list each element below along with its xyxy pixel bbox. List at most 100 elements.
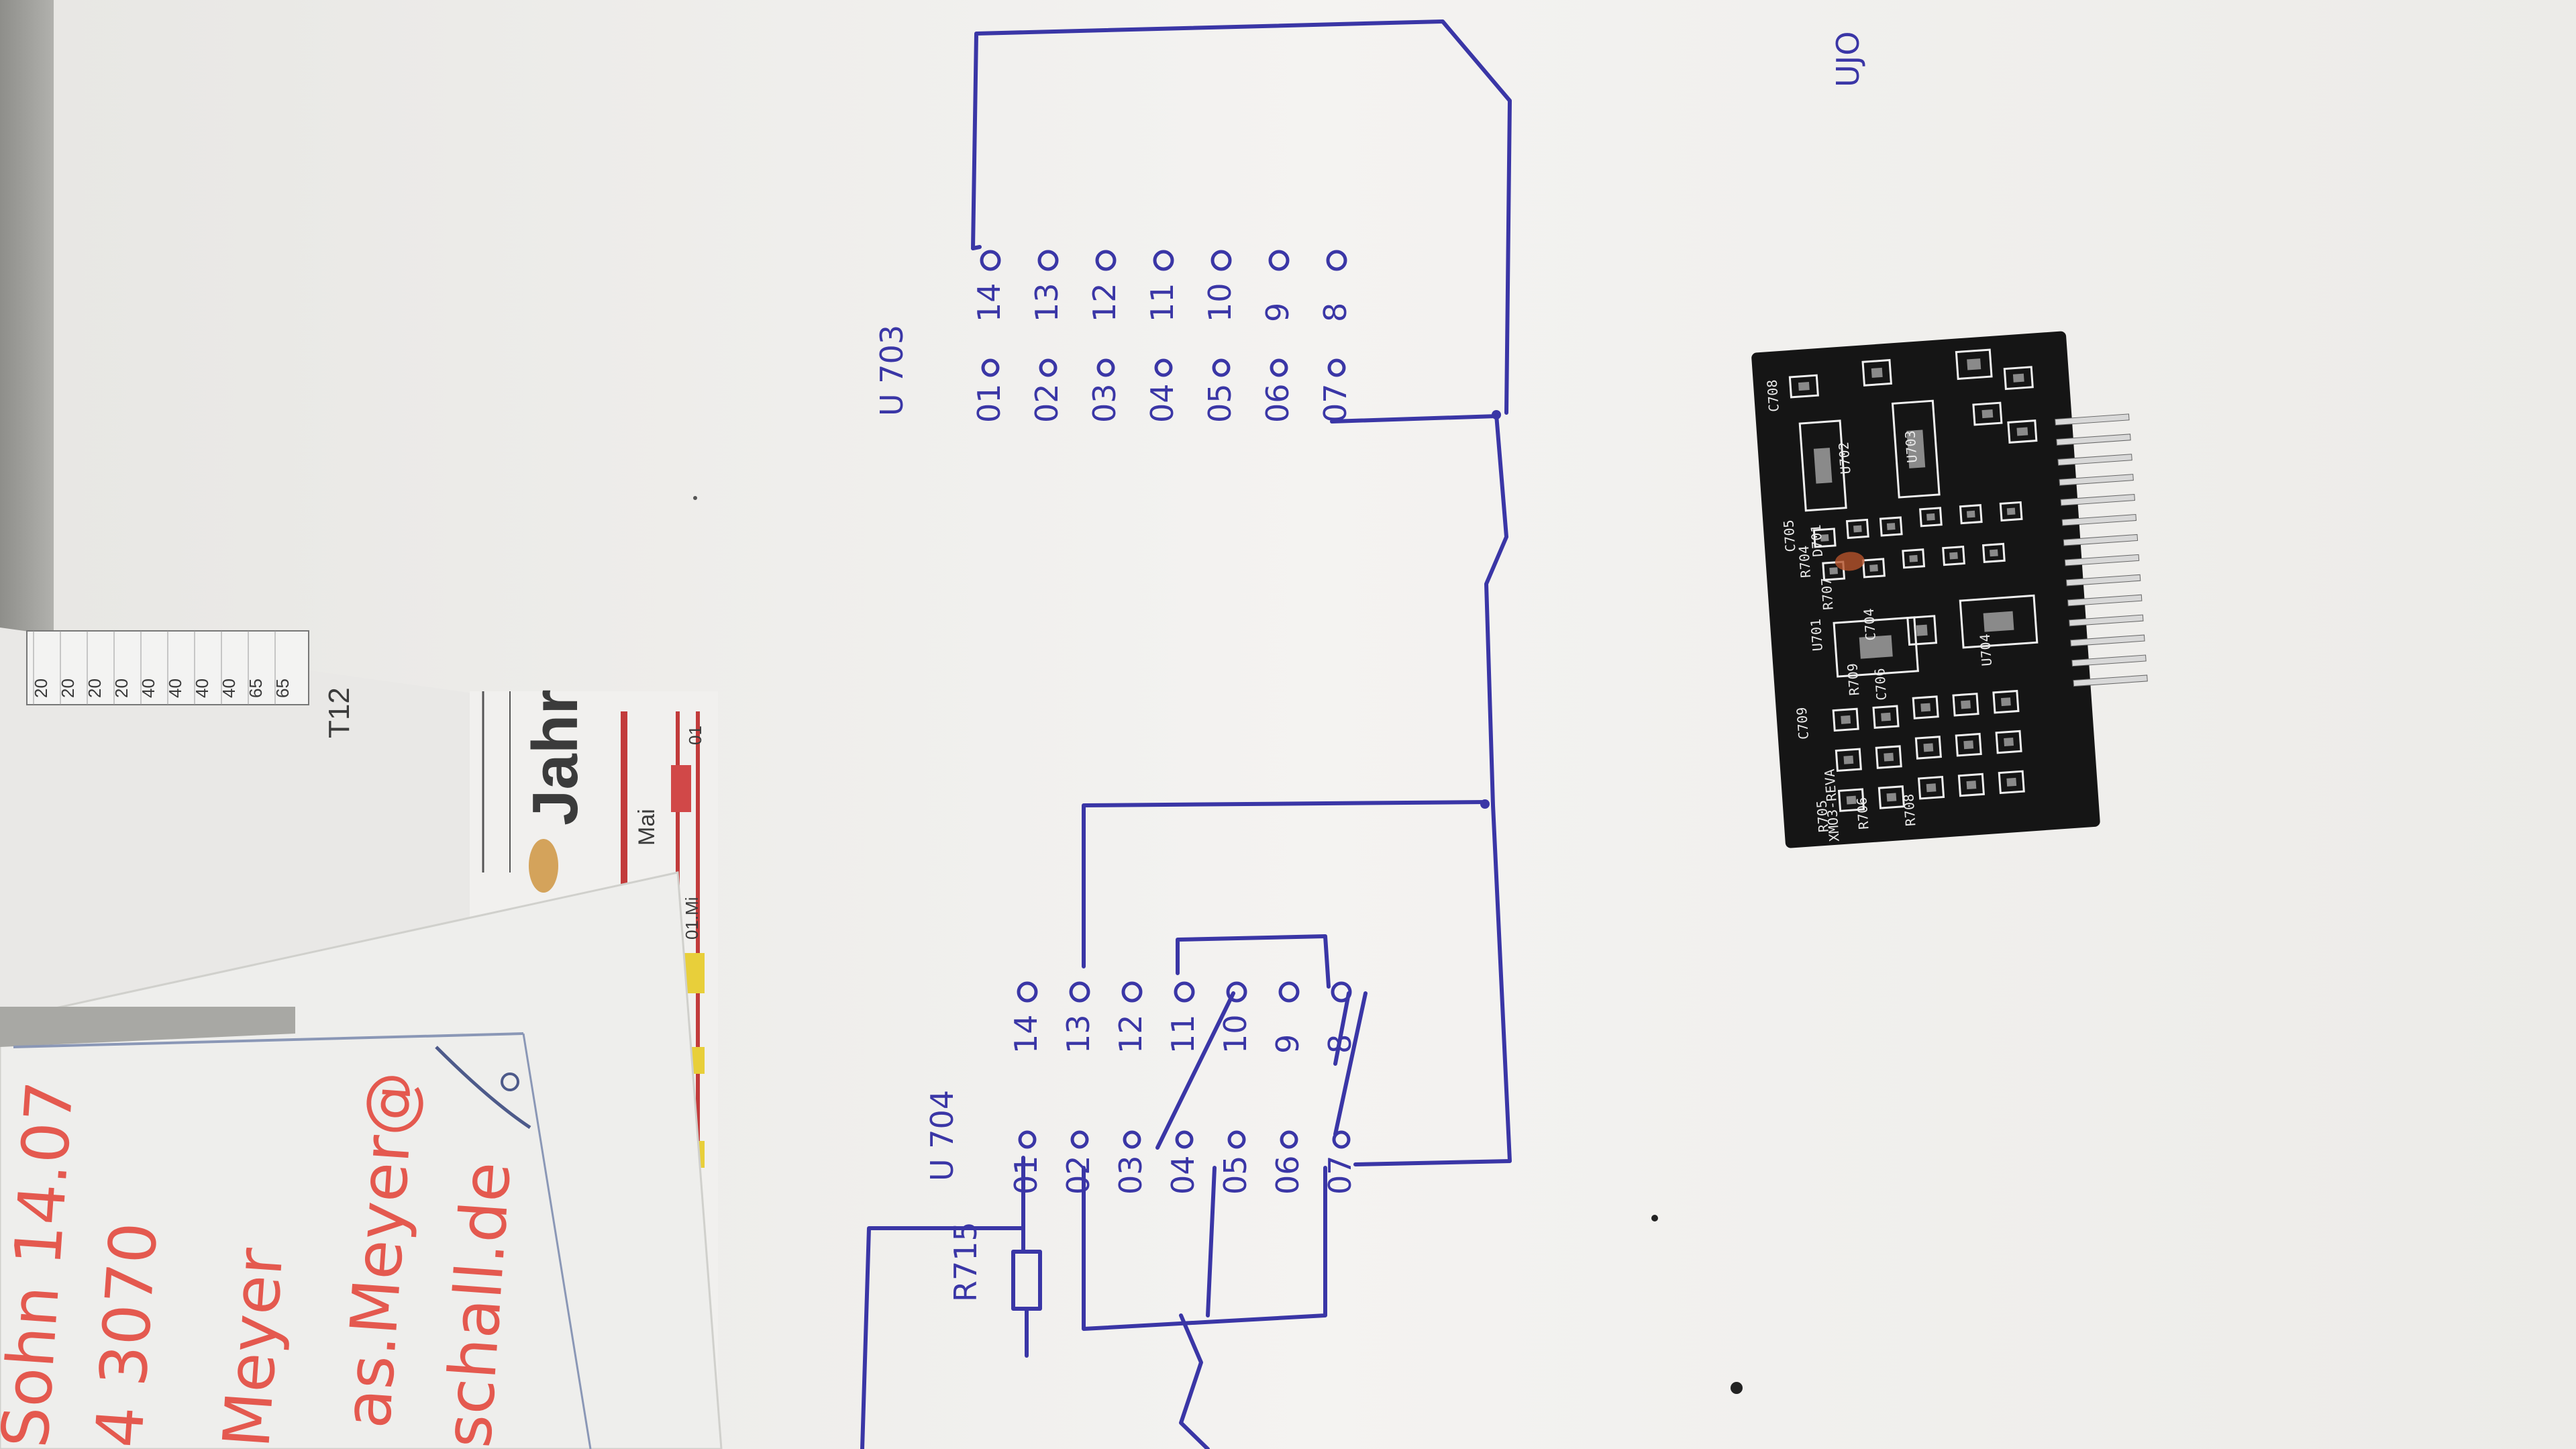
pcb-component-body	[1829, 567, 1838, 575]
pcb-component	[1959, 504, 1983, 525]
pcb-header-pin	[2071, 654, 2147, 667]
pcb-header-pin	[2061, 513, 2137, 526]
u703-pin-circle	[1268, 250, 1290, 271]
ruler-value: 40	[219, 679, 239, 698]
pcb-component-body	[1981, 409, 1994, 419]
pcb-silk-label: U701	[1808, 618, 1826, 652]
pcb-component-body	[1886, 793, 1897, 802]
edge-scribble: UJO	[1830, 32, 1866, 87]
u704-pin-circle	[1174, 981, 1195, 1003]
pcb-component-body	[1909, 554, 1918, 562]
pcb-component	[1955, 732, 1982, 757]
pcb-component	[1812, 528, 1837, 548]
u703-pin-left: 03	[1086, 383, 1123, 423]
pcb-silk-label: D701	[1808, 524, 1826, 558]
calendar-month: Mai	[634, 809, 660, 846]
u703-pin-circle	[1039, 358, 1058, 377]
ruler-value: 20	[111, 679, 132, 698]
pcb-header-pin	[2064, 554, 2140, 566]
pcb-component	[1837, 788, 1865, 812]
pcb-silk-label: R708	[1900, 793, 1918, 827]
u703-pin-right: 12	[1086, 283, 1123, 322]
u704-pin-right: 11	[1165, 1014, 1201, 1054]
u704-pin-circle	[1331, 981, 1352, 1003]
u704-pin-left: 06	[1270, 1155, 1306, 1195]
pcb-component	[1906, 615, 1938, 646]
u704-pin-right: 8	[1322, 1034, 1358, 1054]
pcb-silk-label: U704	[1977, 634, 1995, 667]
u704-pin-circle	[1018, 1130, 1037, 1149]
ruler-value: 65	[246, 679, 266, 698]
ruler-label: T12	[323, 687, 356, 738]
u704-pin-left: 01	[1008, 1155, 1044, 1195]
pcb-silk-label: R706	[1853, 797, 1871, 830]
pcb-silk-label: C708	[1764, 379, 1782, 413]
u703-pin-left: 02	[1029, 383, 1065, 423]
u703-pin-circle	[1154, 358, 1173, 377]
u704-pin-right: 10	[1217, 1014, 1253, 1054]
u703-pin-circle	[1212, 358, 1231, 377]
pcb-component	[1861, 358, 1893, 387]
pcb-component	[1999, 501, 2023, 522]
u704-pin-circle	[1332, 1130, 1351, 1149]
pcb-header-pin	[2073, 674, 2148, 687]
u704-pin-circle	[1175, 1130, 1194, 1149]
pcb-header-pin	[2067, 594, 2143, 607]
pcb-header-pin	[2060, 494, 2135, 506]
pcb-component-body	[1886, 523, 1896, 530]
pcb-component-body	[1983, 611, 2014, 632]
calendar-day-code: 01.Mi	[682, 897, 702, 940]
pcb-component	[2007, 419, 2038, 444]
pcb-silk-label: R704	[1796, 545, 1814, 579]
u704-pin-circle	[1069, 981, 1090, 1003]
u704-pin-left: 07	[1322, 1155, 1358, 1195]
u703-pin-right: 11	[1144, 283, 1180, 322]
pcb-component-body	[1859, 635, 1893, 659]
pcb-board	[1751, 331, 2100, 848]
dirt-spot	[693, 496, 697, 500]
pcb-component-body	[1906, 430, 1926, 468]
calendar-header: Jahr	[519, 689, 591, 826]
pcb-component-body	[1846, 795, 1857, 805]
pcb-component-body	[1920, 703, 1931, 712]
pcb-component-body	[1949, 552, 1958, 560]
pcb-component-body	[1926, 513, 1935, 521]
u704-pin-right: 12	[1113, 1014, 1149, 1054]
pcb-component	[1872, 705, 1900, 729]
pcb-component-body	[2006, 777, 2017, 787]
pcb-component	[1981, 542, 2006, 564]
u703-pin-circle	[981, 358, 1000, 377]
pcb-component	[1845, 518, 1869, 540]
pcb-component	[1998, 770, 2025, 795]
pcb-component-body	[1871, 367, 1883, 378]
u703-pin-left: 06	[1259, 383, 1296, 423]
pcb-component-body	[1841, 715, 1851, 724]
resistor-label: R715	[947, 1221, 984, 1302]
u703-pin-right: 13	[1029, 283, 1065, 322]
pcb-header-pin	[2069, 614, 2144, 627]
pcb-component	[1912, 695, 1939, 719]
note-line: 4 3070	[81, 1220, 172, 1449]
ruler-value: 40	[165, 679, 185, 698]
pcb-component-body	[1926, 783, 1937, 793]
pcb-component-body	[1813, 448, 1833, 484]
u703-label: U 703	[874, 325, 910, 416]
pcb-silk-label: R705	[1813, 799, 1831, 833]
pcb-component-body	[1881, 712, 1891, 721]
pcb-component-body	[2012, 373, 2024, 383]
pcb-component	[1955, 348, 1993, 381]
pcb-component-body	[1966, 510, 1975, 518]
pcb-header-pin	[2065, 574, 2141, 587]
u704-pin-left: 04	[1165, 1155, 1201, 1195]
u703-pin-circle	[1327, 358, 1346, 377]
pcb-component	[1972, 401, 2003, 426]
u703-pin-left: 01	[971, 383, 1007, 423]
pcb-component	[1891, 399, 1941, 499]
pcb-header-pin	[2056, 434, 2131, 446]
u703-pin-circle	[1326, 250, 1347, 271]
u704-pin-circle	[1070, 1130, 1089, 1149]
calendar-day-code-2: 01	[685, 726, 705, 745]
